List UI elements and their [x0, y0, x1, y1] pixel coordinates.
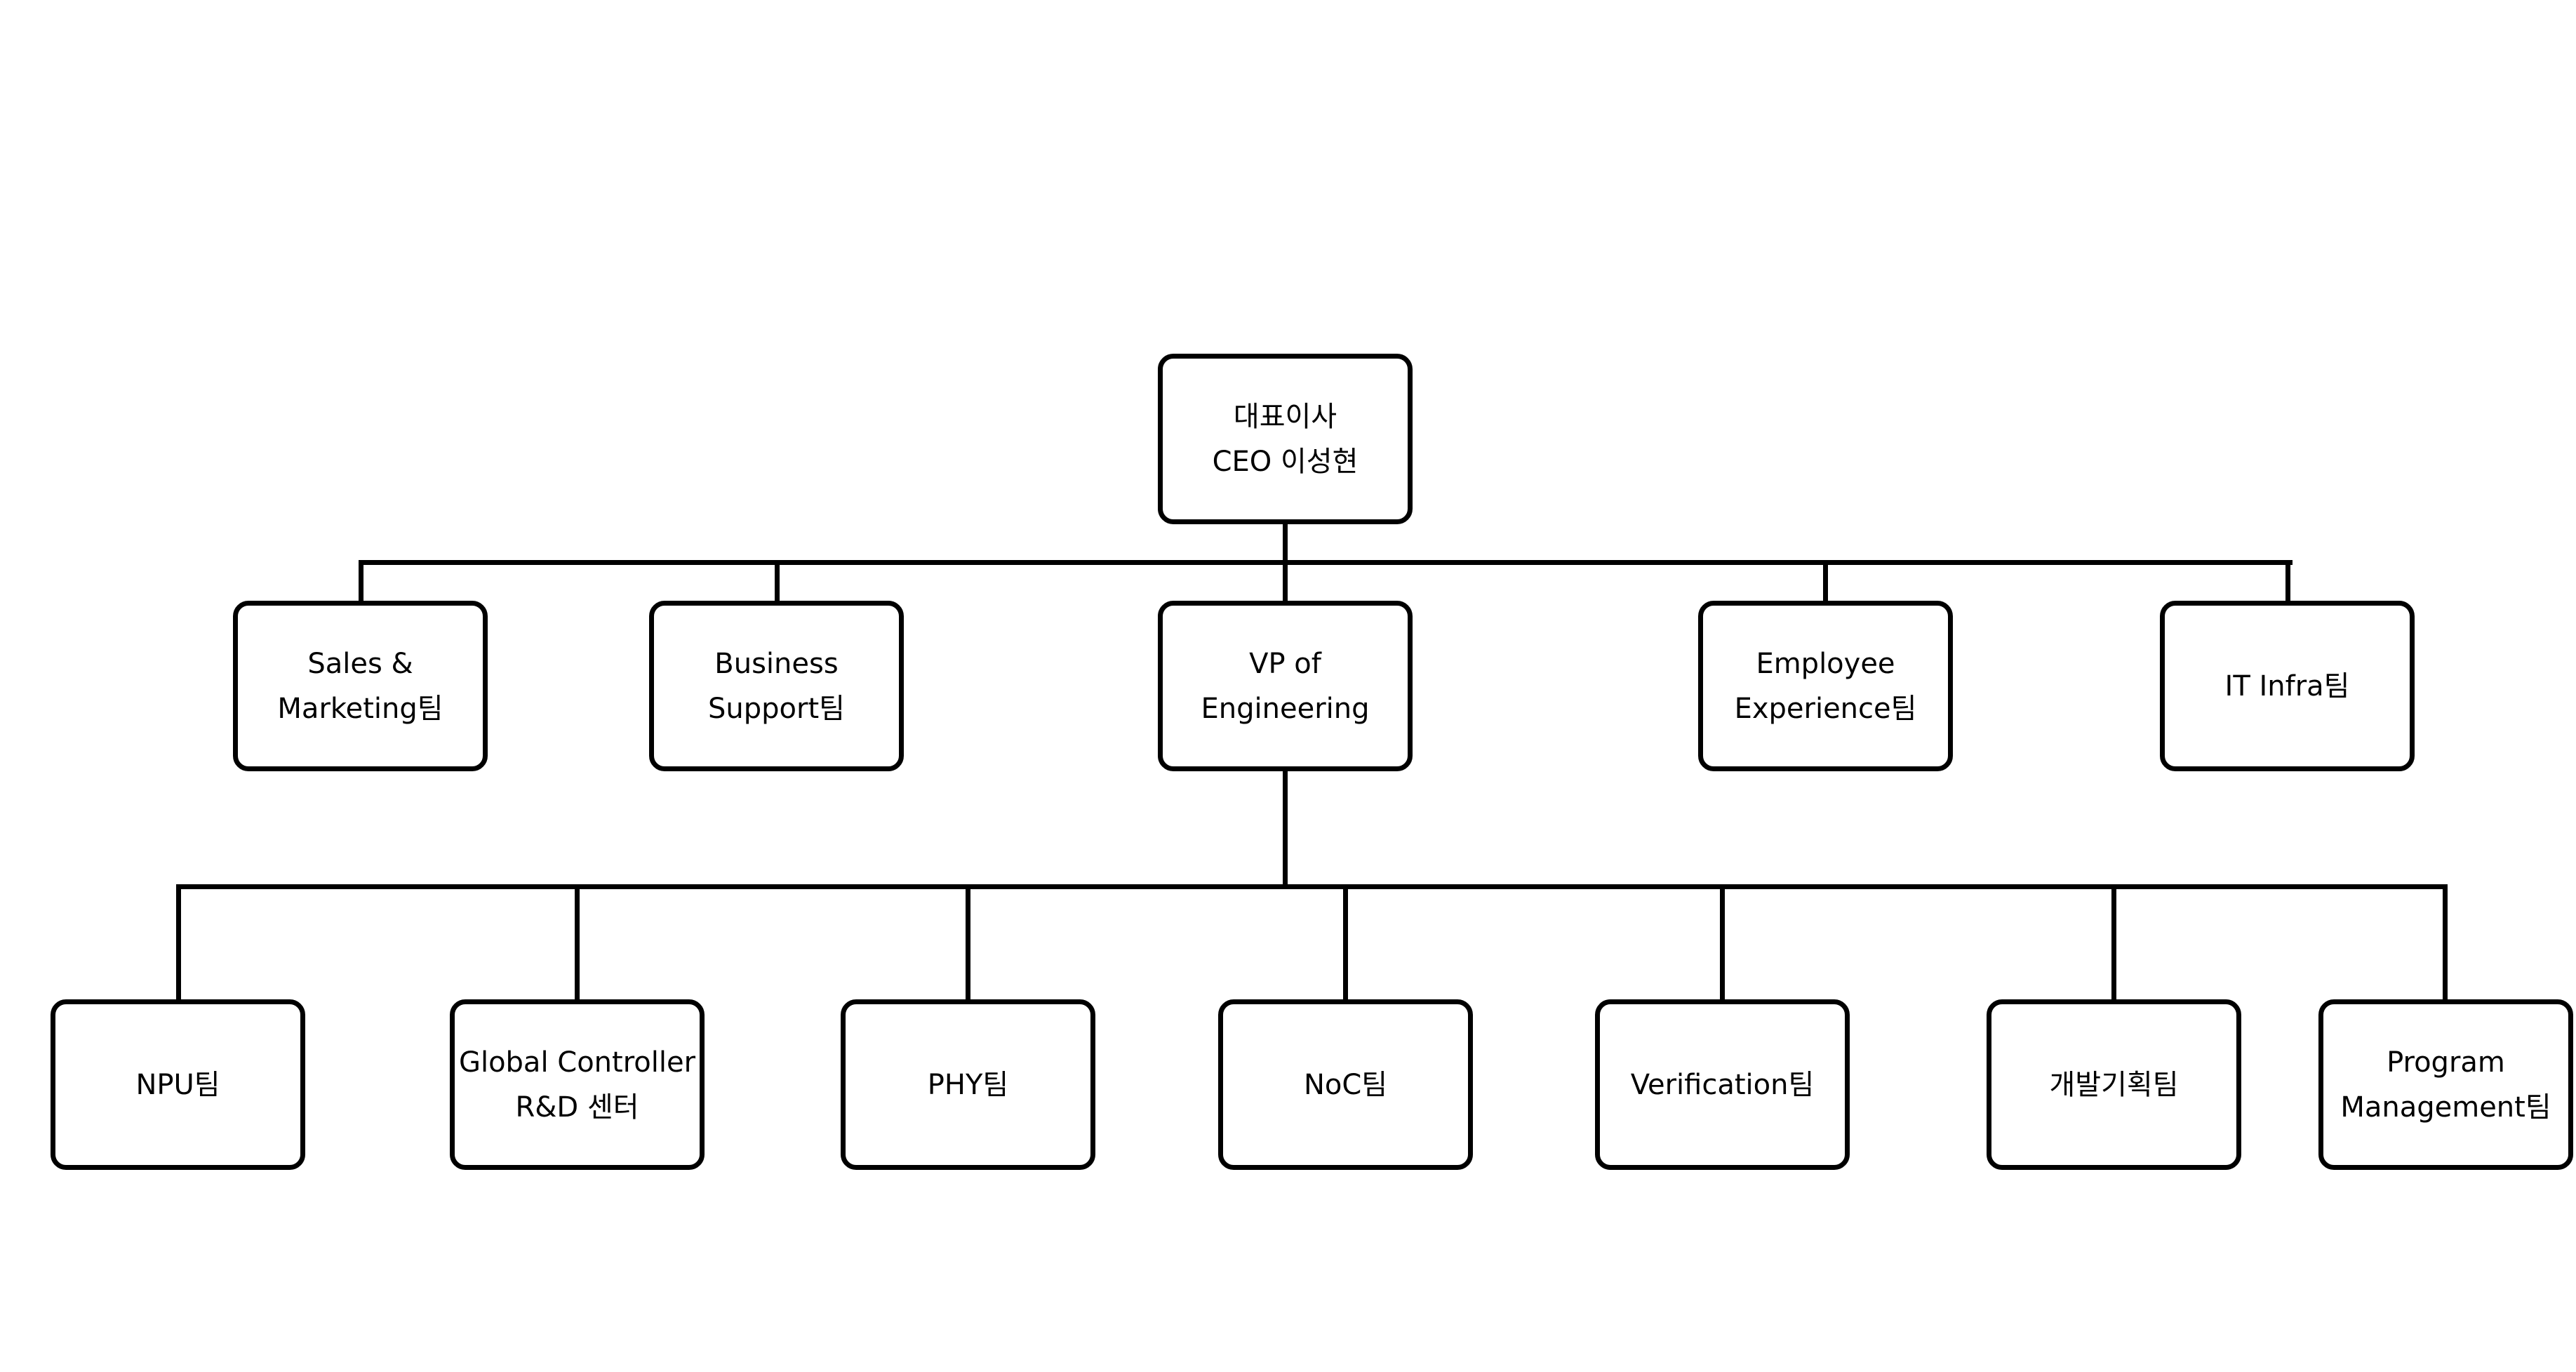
connector-level1-bus: [359, 560, 2293, 565]
team-box-npu: NPU팀: [51, 999, 305, 1170]
connector-ceo-down: [1283, 524, 1288, 565]
team-label-line1: Program: [2387, 1046, 2505, 1079]
connector-to-verification: [1720, 884, 1725, 999]
connector-to-noc: [1343, 884, 1348, 999]
team-label-line1: Verification팀: [1630, 1068, 1815, 1101]
team-label-line1: Sales &: [307, 647, 413, 680]
team-label-line1: Business: [714, 647, 839, 680]
team-box-verification: Verification팀: [1595, 999, 1850, 1170]
team-label-line2: Support팀: [708, 692, 845, 725]
team-label-line2: Engineering: [1201, 692, 1370, 725]
team-box-employee-experience: Employee Experience팀: [1698, 601, 1953, 771]
connector-level2-bus: [176, 884, 2448, 889]
team-label-line1: NPU팀: [135, 1068, 220, 1101]
connector-vp-down: [1283, 771, 1288, 889]
team-label-line2: Management팀: [2340, 1091, 2551, 1124]
ceo-box: 대표이사 CEO 이성현: [1158, 354, 1413, 524]
team-label-line1: PHY팀: [927, 1068, 1009, 1101]
connector-to-itinfra: [2285, 560, 2290, 601]
team-label-line1: 개발기획팀: [2049, 1068, 2179, 1101]
connector-to-npu: [176, 884, 181, 999]
connector-to-global: [575, 884, 580, 999]
team-box-business-support: Business Support팀: [649, 601, 904, 771]
team-box-program-management: Program Management팀: [2318, 999, 2573, 1170]
ceo-name: CEO 이성현: [1212, 445, 1359, 478]
connector-to-phy: [966, 884, 970, 999]
team-label-line1: Global Controller: [458, 1046, 696, 1079]
team-label-line1: IT Infra팀: [2224, 670, 2350, 702]
team-label-line1: Employee: [1756, 647, 1895, 680]
connector-to-sales: [359, 560, 363, 601]
connector-to-business: [775, 560, 780, 601]
team-box-dev-planning: 개발기획팀: [1987, 999, 2241, 1170]
team-box-it-infra: IT Infra팀: [2160, 601, 2415, 771]
ceo-title: 대표이사: [1233, 400, 1337, 433]
connector-to-program: [2443, 884, 2448, 999]
team-box-global-controller: Global Controller R&D 센터: [450, 999, 705, 1170]
connector-to-employee: [1823, 560, 1828, 601]
team-box-sales-marketing: Sales & Marketing팀: [233, 601, 488, 771]
team-label-line2: Marketing팀: [277, 692, 443, 725]
team-label-line1: VP of: [1249, 647, 1321, 680]
team-label-line1: NoC팀: [1303, 1068, 1388, 1101]
team-box-vp-engineering: VP of Engineering: [1158, 601, 1413, 771]
team-label-line2: Experience팀: [1734, 692, 1917, 725]
team-box-noc: NoC팀: [1218, 999, 1473, 1170]
team-box-phy: PHY팀: [841, 999, 1095, 1170]
connector-to-vp: [1283, 560, 1288, 601]
team-label-line2: R&D 센터: [515, 1091, 639, 1124]
connector-to-devplan: [2111, 884, 2116, 999]
